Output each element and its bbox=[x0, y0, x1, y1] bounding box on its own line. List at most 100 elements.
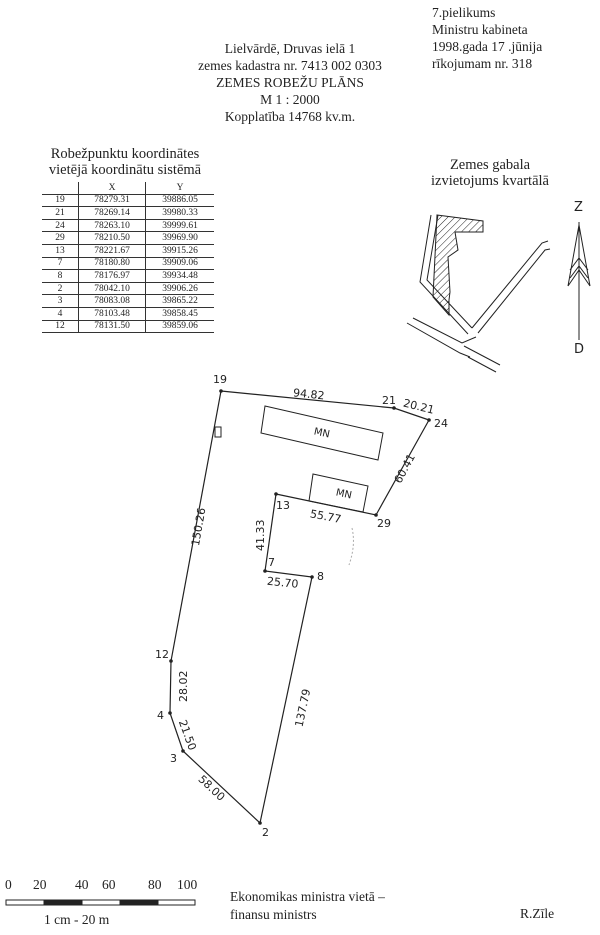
street bbox=[406, 322, 471, 358]
street bbox=[467, 356, 497, 373]
road-edge bbox=[419, 214, 469, 335]
total-area: Kopplatība 14768 kv.m. bbox=[224, 109, 356, 124]
point-id-cell: 8 bbox=[42, 269, 79, 283]
column-header-x: X bbox=[78, 182, 146, 195]
location-title-line1: Zemes gabala bbox=[449, 157, 531, 173]
scale-tick: 60 bbox=[102, 877, 116, 892]
x-cell: 78221.67 bbox=[78, 244, 146, 258]
y-cell: 39969.90 bbox=[145, 231, 214, 245]
location-inset-map bbox=[406, 214, 551, 373]
y-cell: 39999.61 bbox=[145, 219, 214, 233]
building-2-label: MN bbox=[335, 487, 353, 501]
small-structure bbox=[214, 426, 222, 438]
building-2 bbox=[308, 473, 369, 513]
point-id-cell: 12 bbox=[42, 320, 79, 334]
building-1-label: MN bbox=[313, 426, 331, 440]
point-7: 7 bbox=[268, 556, 275, 569]
scale-tick: 100 bbox=[177, 877, 198, 892]
length-24-29: 60.41 bbox=[392, 452, 418, 486]
point-8: 8 bbox=[317, 570, 324, 583]
column-header-y: Y bbox=[145, 182, 214, 195]
appendix-order: rīkojumam nr. 318 bbox=[432, 56, 533, 71]
signatory-name: R.Zīle bbox=[520, 906, 555, 921]
y-cell: 39909.06 bbox=[145, 257, 214, 271]
scale-unit: 1 cm - 20 m bbox=[44, 912, 110, 927]
appendix-note: 7.pielikums Ministru kabineta 1998.gada … bbox=[432, 4, 542, 72]
coord-table-title-line1: Robežpunktu koordinātes bbox=[50, 146, 200, 162]
x-cell: 78176.97 bbox=[78, 269, 146, 283]
point-3: 3 bbox=[170, 752, 177, 765]
point-2: 2 bbox=[262, 826, 269, 839]
point-24: 24 bbox=[434, 417, 448, 430]
appendix-number: 7.pielikums bbox=[432, 5, 496, 20]
point-12: 12 bbox=[155, 648, 169, 661]
street bbox=[412, 317, 477, 344]
x-cell: 78210.50 bbox=[78, 231, 146, 245]
x-cell: 78131.50 bbox=[78, 320, 146, 334]
point-labels: 19 21 24 29 13 7 8 2 3 4 12 bbox=[155, 373, 448, 839]
point-21: 21 bbox=[382, 394, 396, 407]
length-19-21: 94.82 bbox=[292, 386, 325, 402]
signatory-role: Ekonomikas ministra vietā – finansu mini… bbox=[230, 888, 385, 924]
point-id-cell: 2 bbox=[42, 282, 79, 296]
x-cell: 78269.14 bbox=[78, 206, 146, 220]
south-label: D bbox=[574, 342, 584, 357]
y-cell: 39934.48 bbox=[145, 269, 214, 283]
segment-lengths: 94.82 20.21 60.41 55.77 41.33 25.70 137.… bbox=[176, 386, 436, 803]
north-label: Z bbox=[574, 200, 583, 215]
boundary-points bbox=[168, 389, 431, 825]
point-id-cell: 4 bbox=[42, 307, 79, 321]
appendix-issuer: Ministru kabineta bbox=[432, 22, 528, 37]
x-cell: 78042.10 bbox=[78, 282, 146, 296]
table-header: X Y bbox=[42, 182, 214, 195]
document-header: Lielvārdē, Druvas ielā 1 zemes kadastra … bbox=[160, 40, 420, 125]
x-cell: 78083.08 bbox=[78, 294, 146, 308]
length-21-24: 20.21 bbox=[402, 397, 436, 417]
cadastre-number: zemes kadastra nr. 7413 002 0303 bbox=[198, 58, 382, 73]
address: Lielvārdē, Druvas ielā 1 bbox=[224, 41, 356, 56]
length-12-19: 150.26 bbox=[189, 507, 208, 547]
parcel-hatch bbox=[432, 214, 484, 317]
street bbox=[463, 345, 501, 366]
y-cell: 39886.05 bbox=[145, 194, 214, 208]
scale-bar bbox=[5, 899, 196, 906]
point-id-cell: 21 bbox=[42, 206, 79, 220]
y-cell: 39858.45 bbox=[145, 307, 214, 321]
signatory-role-line2: finansu ministrs bbox=[230, 907, 317, 922]
length-4-12: 28.02 bbox=[177, 671, 190, 703]
y-cell: 39906.26 bbox=[145, 282, 214, 296]
scale-tick: 40 bbox=[75, 877, 89, 892]
road-edge bbox=[426, 214, 473, 329]
point-29: 29 bbox=[377, 517, 391, 530]
scale-tick: 80 bbox=[148, 877, 162, 892]
length-29-13: 55.77 bbox=[309, 507, 342, 526]
length-7-8: 25.70 bbox=[266, 575, 299, 591]
street bbox=[471, 240, 549, 329]
point-id-cell: 19 bbox=[42, 194, 79, 208]
coord-table-title: Robežpunktu koordinātes vietējā koordinā… bbox=[20, 146, 230, 178]
column-header bbox=[42, 182, 79, 195]
length-3-4: 21.50 bbox=[176, 718, 199, 752]
point-13: 13 bbox=[276, 499, 290, 512]
north-arrow bbox=[567, 222, 591, 340]
y-cell: 39980.33 bbox=[145, 206, 214, 220]
point-19: 19 bbox=[213, 373, 227, 386]
appendix-date: 1998.gada 17 .jūnija bbox=[432, 39, 543, 54]
y-cell: 39915.26 bbox=[145, 244, 214, 258]
length-13-7: 41.33 bbox=[254, 520, 267, 552]
x-cell: 78180.80 bbox=[78, 257, 146, 271]
document-title: ZEMES ROBEŽU PLĀNS bbox=[216, 75, 364, 90]
street bbox=[477, 248, 551, 334]
